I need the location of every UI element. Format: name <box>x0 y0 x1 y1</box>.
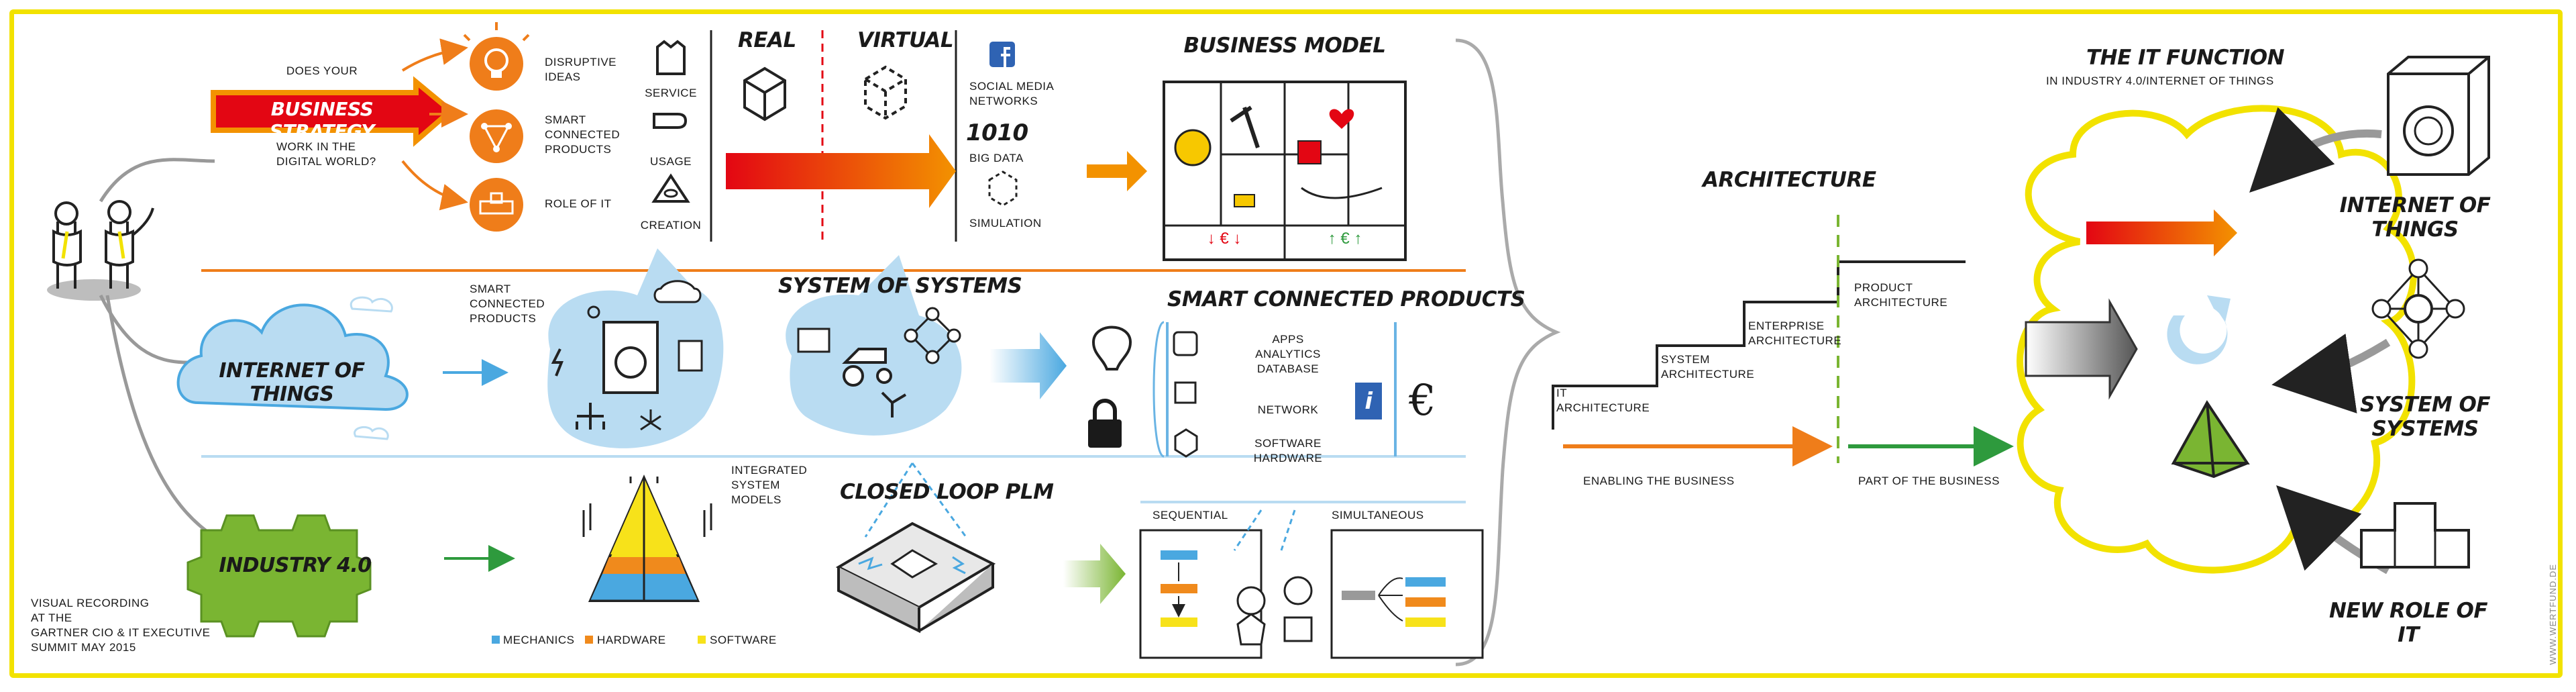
virtual-item-bigdata: BIG DATA <box>969 152 1024 164</box>
arch-step-it: IT ARCHITECTURE <box>1556 387 1650 414</box>
iot-caption: SMART CONNECTED PRODUCTS <box>470 283 545 325</box>
virtual-item-social: SOCIAL MEDIA NETWORKS <box>969 80 1054 107</box>
business-model-cost: ↓ € ↓ <box>1207 230 1242 248</box>
section-bracket <box>1455 38 1561 666</box>
connector-curve <box>99 158 215 203</box>
washing-machine-icon <box>2387 56 2490 176</box>
sos-title: SYSTEM OF SYSTEMS <box>778 274 1022 298</box>
real-label: REAL <box>738 28 796 52</box>
sequential-label: SEQUENTIAL <box>1152 509 1228 522</box>
usage-label: USAGE <box>649 155 692 168</box>
service-icon <box>656 40 686 75</box>
industry-gear <box>186 514 372 638</box>
business-strategy-banner <box>211 76 455 147</box>
credit-text: WWW.WERTFUND.DE <box>2548 564 2558 665</box>
smart-products-blob <box>547 248 724 448</box>
industry-gear-label: INDUSTRY 4.0 <box>219 554 372 577</box>
scp-layer-software: SOFTWARE HARDWARE <box>1253 437 1323 464</box>
facebook-icon <box>989 42 1015 67</box>
enabling-label: ENABLING THE BUSINESS <box>1583 475 1735 487</box>
service-label: SERVICE <box>645 87 697 99</box>
arrow-to-process <box>1063 544 1126 604</box>
system-of-systems-icon <box>2371 258 2465 359</box>
virtual-item-simulation: SIMULATION <box>969 217 1042 230</box>
it-function-subtitle: IN INDUSTRY 4.0/INTERNET OF THINGS <box>2046 75 2274 87</box>
legend-hardware: HARDWARE <box>597 634 666 646</box>
eye-pyramid-icon <box>651 173 690 203</box>
arch-step-product: PRODUCT ARCHITECTURE <box>1854 281 1948 309</box>
scp-layer-network: NETWORK <box>1257 403 1319 416</box>
brain-head-icon <box>1091 326 1132 370</box>
arch-step-enterprise: ENTERPRISE ARCHITECTURE <box>1748 319 1842 347</box>
connector-curve <box>105 295 216 539</box>
right-label-sos: SYSTEM OF SYSTEMS <box>2359 393 2491 441</box>
strategy-item-disruptive: DISRUPTIVE IDEAS <box>545 56 617 83</box>
legend-software: SOFTWARE <box>710 634 777 646</box>
architecture-title: ARCHITECTURE <box>1703 168 1876 192</box>
closed-loop-title: CLOSED LOOP PLM <box>840 480 1054 504</box>
real-to-virtual-arrow <box>726 134 956 208</box>
strategy-item-role: ROLE OF IT <box>545 197 612 210</box>
smart-connected-stack <box>1152 321 1397 458</box>
network-node-icon <box>470 109 523 163</box>
right-label-new-role: NEW ROLE OF IT <box>2328 599 2488 647</box>
business-model-canvas <box>1163 81 1407 261</box>
strategy-question-top: DOES YOUR <box>286 64 358 77</box>
virtual-cube-icon <box>864 65 907 120</box>
people-illustration <box>47 200 154 301</box>
recording-line-1: VISUAL RECORDING <box>31 597 150 609</box>
legend-mechanics: MECHANICS <box>503 634 575 646</box>
usage-hand-icon <box>653 113 688 129</box>
part-of-business-label: PART OF THE BUSINESS <box>1858 475 2000 487</box>
lightbulb-icon <box>463 22 530 91</box>
legend-swatch-software <box>698 636 706 644</box>
architecture-stairs <box>1552 215 2014 466</box>
strategy-question-bottom: WORK IN THE DIGITAL WORLD? <box>276 140 376 168</box>
business-model-title: BUSINESS MODEL <box>1183 34 1387 58</box>
integrated-model-pyramid <box>582 475 712 602</box>
business-model-revenue: ↑ € ↑ <box>1328 230 1362 248</box>
lock-icon <box>1088 399 1122 448</box>
legend-swatch-mechanics <box>492 636 500 644</box>
it-function-cloud <box>2017 105 2417 574</box>
arch-step-system: SYSTEM ARCHITECTURE <box>1661 353 1755 381</box>
role-icon <box>470 178 523 232</box>
real-cube-icon <box>743 66 786 121</box>
creation-label: CREATION <box>640 219 702 232</box>
arrow-to-scp <box>989 332 1067 399</box>
recording-line-2: AT THE <box>31 611 72 624</box>
outer-frame <box>9 9 2563 678</box>
euro-icon: € <box>1409 376 1436 426</box>
strategy-item-scp: SMART CONNECTED PRODUCTS <box>545 113 621 156</box>
simulation-cube-icon <box>988 170 1018 207</box>
arrow-to-business-model <box>1087 151 1147 191</box>
strategy-banner-label: BUSINESS STRATEGY <box>269 98 375 142</box>
simultaneous-label: SIMULTANEOUS <box>1332 509 1424 522</box>
recording-line-3: GARTNER CIO & IT EXECUTIVE <box>31 626 211 639</box>
it-function-title: THE IT FUNCTION <box>2086 46 2285 70</box>
iot-cloud <box>176 303 409 411</box>
iot-cloud-label: INTERNET OF THINGS <box>219 359 365 406</box>
podium-icon <box>2360 502 2470 569</box>
scp-layer-apps: APPS ANALYTICS DATABASE <box>1255 333 1321 375</box>
process-comparison <box>1139 509 1484 659</box>
scp-title: SMART CONNECTED PRODUCTS <box>1167 287 1525 311</box>
big-data-glyph: 1010 <box>966 119 1028 146</box>
info-icon: i <box>1364 388 1373 415</box>
virtual-label: VIRTUAL <box>857 28 954 52</box>
system-of-systems-blob <box>786 255 962 436</box>
closed-loop-box <box>835 462 996 634</box>
pyramid-caption: INTEGRATED SYSTEM MODELS <box>731 464 808 506</box>
recording-line-4: SUMMIT MAY 2015 <box>31 641 136 654</box>
right-label-iot: INTERNET OF THINGS <box>2339 193 2491 242</box>
legend-swatch-hardware <box>585 636 593 644</box>
